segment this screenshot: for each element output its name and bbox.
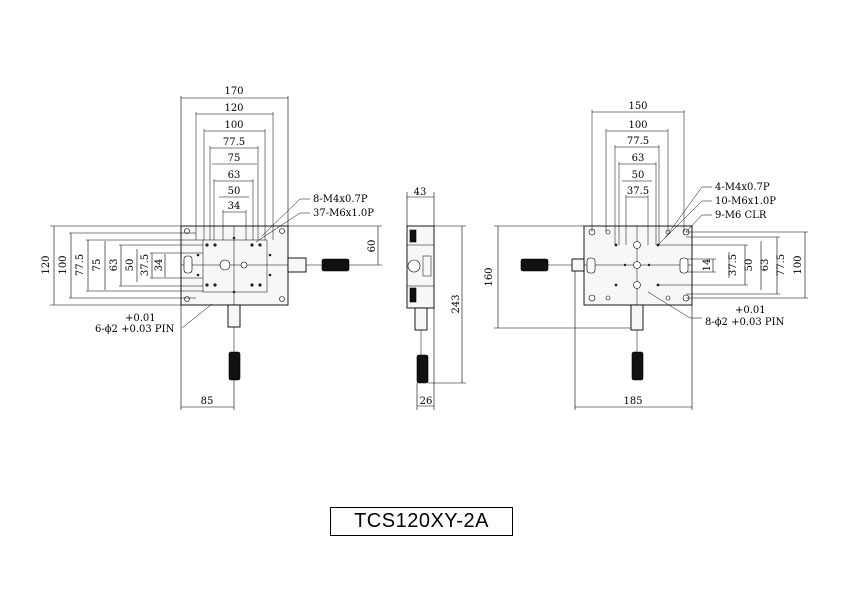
- side-micrometer-knob: [416, 354, 429, 384]
- left-width-63: 63: [228, 170, 241, 181]
- left-bottom-micrometer-body: [227, 304, 241, 328]
- left-height-77-5: 77.5: [75, 254, 86, 276]
- right-height-50: 50: [744, 259, 755, 272]
- right-bottom-185: 185: [623, 396, 642, 407]
- left-width-77-5: 77.5: [223, 137, 245, 148]
- left-height-75: 75: [92, 259, 103, 272]
- side-top-43: 43: [414, 187, 427, 198]
- right-width-63: 63: [632, 153, 645, 164]
- left-callout-m6: 37-M6x1.0P: [313, 208, 374, 219]
- right-width-50: 50: [632, 170, 645, 181]
- left-offset-60: 60: [367, 240, 378, 253]
- left-height-100: 100: [58, 255, 69, 274]
- right-height-37-5: 37.5: [728, 254, 739, 276]
- side-knob-hole: [407, 259, 421, 273]
- left-holes: [184, 228, 285, 302]
- right-height-100: 100: [793, 255, 804, 274]
- side-view: 43 243 26: [406, 187, 466, 410]
- side-bottom-26: 26: [420, 396, 433, 407]
- right-height-63: 63: [760, 259, 771, 272]
- right-height-77-5: 77.5: [776, 254, 787, 276]
- right-pin-tolerance: +0.01: [735, 305, 766, 316]
- left-height-37-5: 37.5: [140, 254, 151, 276]
- left-micrometer-knob: [321, 258, 350, 272]
- right-pin-spec: 8-ϕ2 +0.03 PIN: [705, 317, 785, 328]
- left-width-170: 170: [224, 86, 243, 97]
- right-height-14: 14: [702, 259, 713, 272]
- left-height-63: 63: [109, 259, 120, 272]
- left-bottom-micrometer-knob: [228, 351, 241, 381]
- right-callout-clr: 9-M6 CLR: [715, 210, 767, 221]
- right-callout-m4: 4-M4x0.7P: [715, 182, 770, 193]
- right-bottom-micrometer-body: [630, 304, 644, 331]
- left-height-dims: [50, 225, 203, 306]
- left-callout-m4: 8-M4x0.7P: [313, 194, 368, 205]
- left-width-50: 50: [228, 186, 241, 197]
- left-width-34: 34: [228, 201, 241, 212]
- right-width-77-5: 77.5: [627, 136, 649, 147]
- left-slot: [183, 255, 193, 274]
- left-height-120: 120: [41, 255, 52, 274]
- right-left-height-160: 160: [484, 267, 495, 286]
- right-width-150: 150: [628, 101, 647, 112]
- left-width-dims: [180, 96, 289, 240]
- right-micrometer-knob: [520, 258, 549, 272]
- right-width-37-5: 37.5: [627, 186, 649, 197]
- side-height-243: 243: [451, 294, 462, 313]
- drawing-title: TCS120XY-2A: [330, 507, 513, 536]
- left-width-120: 120: [224, 103, 243, 114]
- left-top-view: 170 120 100 77.5 75 63 50 34 120 100 77.…: [41, 86, 382, 410]
- right-slot-right: [679, 257, 689, 274]
- left-height-34: 34: [154, 259, 165, 272]
- left-pin-spec: 6-ϕ2 +0.03 PIN: [95, 324, 175, 335]
- left-height-50: 50: [125, 259, 136, 272]
- right-height-dims: [658, 231, 808, 299]
- right-bottom-micrometer-knob: [631, 351, 644, 381]
- right-micrometer-body: [571, 258, 585, 272]
- right-slot-left: [586, 257, 596, 274]
- left-width-100: 100: [224, 120, 243, 131]
- side-micrometer-body: [414, 307, 428, 331]
- left-micrometer-body: [287, 257, 307, 273]
- left-width-75: 75: [228, 153, 241, 164]
- right-width-100: 100: [628, 120, 647, 131]
- right-callout-m6: 10-M6x1.0P: [715, 196, 776, 207]
- left-bottom-85: 85: [201, 396, 214, 407]
- right-top-view: 150 100 77.5 63 50 37.5 14 37.5 50 63 77…: [484, 101, 808, 410]
- left-pin-tolerance: +0.01: [125, 313, 156, 324]
- right-width-dims: [591, 110, 685, 245]
